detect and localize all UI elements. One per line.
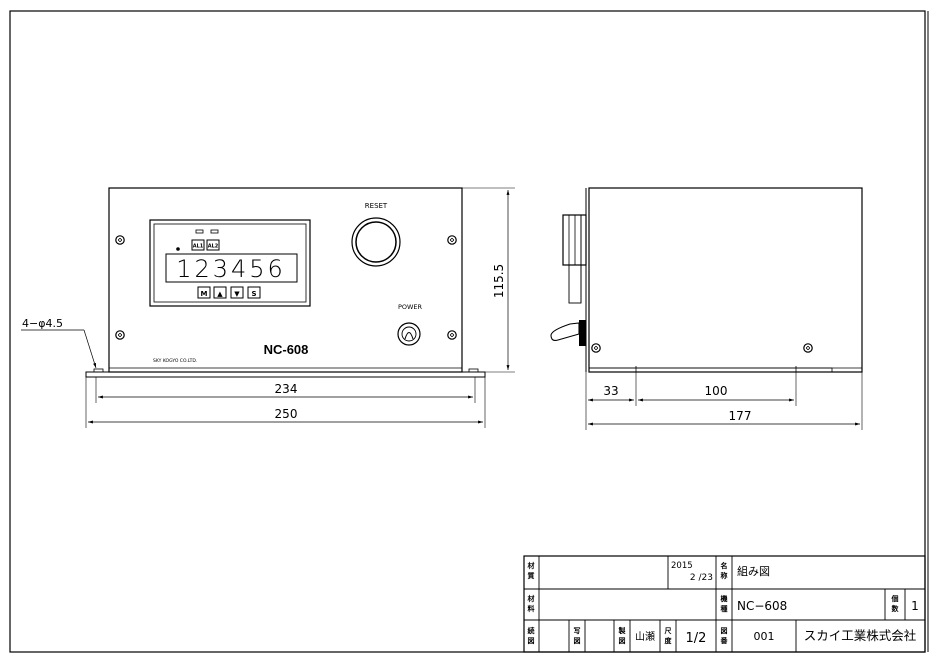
cont-label-b: 図 xyxy=(528,636,535,645)
front-view: AL1 AL2 123456 M ▲ ▼ S RESET POWER SKY K… xyxy=(85,187,486,378)
mounting-base xyxy=(85,371,486,378)
date-year: 2015 xyxy=(671,561,693,571)
side-view xyxy=(550,187,863,373)
hole-callout: 4−φ4.5 xyxy=(22,317,63,330)
scale-label-b: 度 xyxy=(665,636,673,645)
offset-dimension: 33 xyxy=(603,384,618,398)
drawn-label-a: 製 xyxy=(618,626,626,635)
drawn-label: 製図 xyxy=(618,626,626,645)
up-key-label: ▲ xyxy=(217,290,223,298)
outer-width-dimension: 250 xyxy=(275,407,298,421)
copy-label-b: 図 xyxy=(574,636,581,645)
toggle-lever-side xyxy=(550,322,580,341)
down-key-button[interactable] xyxy=(230,286,244,299)
screw-icon xyxy=(591,343,601,353)
scale-label: 尺度 xyxy=(664,627,673,645)
maker-label: SKY KOGYO CO.LTD. xyxy=(153,358,197,364)
down-key-label: ▼ xyxy=(234,290,240,298)
model-label-a: 機 xyxy=(721,594,728,603)
front-dimensions: 115.5 234 250 4−φ4.5 xyxy=(21,187,515,428)
digit-window xyxy=(165,253,298,283)
set-key-label: S xyxy=(251,290,256,298)
alarm-label-2: AL2 xyxy=(208,244,219,250)
height-dimension: 115.5 xyxy=(492,264,506,298)
reset-label: RESET xyxy=(365,202,388,210)
name-label-a: 名 xyxy=(721,561,728,570)
reset-knob-side xyxy=(562,214,587,266)
screw-icon xyxy=(803,343,813,353)
name-value: 組み図 xyxy=(737,565,770,578)
material-label-1a: 材 xyxy=(527,561,535,570)
pitch-dimension: 100 xyxy=(705,384,728,398)
scale-value: 1/2 xyxy=(686,631,707,646)
qty-value: 1 xyxy=(911,599,919,613)
set-key-button[interactable] xyxy=(247,286,261,299)
depth-dimension: 177 xyxy=(729,409,752,423)
inner-width-dimension: 234 xyxy=(275,382,298,396)
screw-icon xyxy=(447,235,457,245)
side-base xyxy=(588,367,833,373)
qty-label-a: 個 xyxy=(891,594,899,603)
screw-icon xyxy=(447,330,457,340)
drawing-no-label-b: 番 xyxy=(720,636,729,645)
side-body xyxy=(588,187,863,373)
model-value: NC−608 xyxy=(737,599,787,613)
name-label: 名称 xyxy=(721,561,728,580)
alarm-indicator-2 xyxy=(206,239,220,251)
title-block-text: 材質 材料 2015 2 /23 名称 組み図 機種 NC−608 個数 1 続… xyxy=(527,561,919,646)
sheet-border xyxy=(9,10,926,653)
drawn-label-b: 図 xyxy=(619,636,626,645)
material2-label: 材料 xyxy=(527,594,535,613)
screw-icon xyxy=(115,235,125,245)
drawing-no-label-a: 図 xyxy=(721,626,728,635)
company-name: スカイ工業株式会社 xyxy=(804,628,917,643)
cont-label: 続図 xyxy=(528,626,535,645)
model-row-label: 機種 xyxy=(721,594,728,613)
qty-label-b: 数 xyxy=(892,604,900,613)
name-label-b: 称 xyxy=(721,571,728,580)
cont-label-a: 続 xyxy=(528,626,535,635)
material-label-2a: 材 xyxy=(527,594,535,603)
screw-icon xyxy=(115,330,125,340)
qty-label: 個数 xyxy=(891,594,900,613)
drawing-no-label: 図番 xyxy=(720,626,729,645)
power-label: POWER xyxy=(398,303,423,311)
display-digits: 123456 xyxy=(176,255,286,283)
mode-key-button[interactable] xyxy=(197,286,211,299)
date-day: 2 /23 xyxy=(690,573,713,583)
model-label: NC-608 xyxy=(264,342,309,357)
drawing-no-value: 001 xyxy=(754,630,775,643)
material-label-2b: 料 xyxy=(528,604,535,613)
alarm-indicator-1 xyxy=(191,239,205,251)
power-switch[interactable] xyxy=(397,322,421,346)
side-dimensions: 33 100 177 xyxy=(585,372,863,430)
alarm-label-1: AL1 xyxy=(193,244,204,250)
up-key-button[interactable] xyxy=(213,286,227,299)
reset-button[interactable] xyxy=(351,217,401,267)
mode-key-label: M xyxy=(201,290,208,298)
scale-label-a: 尺 xyxy=(664,627,672,635)
material-label-1b: 質 xyxy=(528,571,535,580)
model-label-b: 種 xyxy=(721,604,728,613)
drawn-value: 山瀬 xyxy=(635,631,655,643)
copy-label-a: 写 xyxy=(574,627,581,635)
title-block xyxy=(523,555,926,653)
display-unit xyxy=(149,219,311,307)
material-label: 材質 xyxy=(527,561,535,580)
copy-label: 写図 xyxy=(574,627,581,645)
